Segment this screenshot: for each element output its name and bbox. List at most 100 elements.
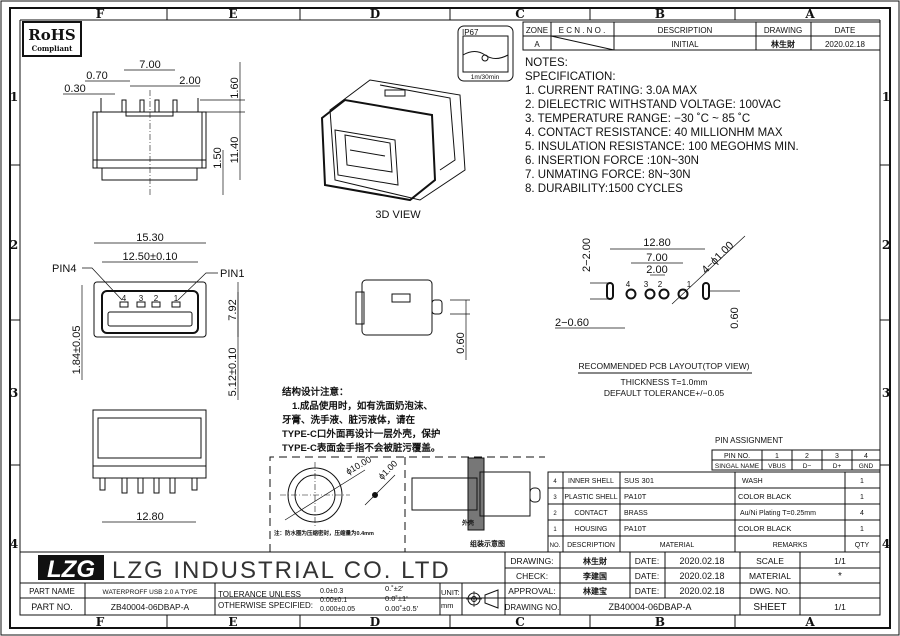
label-text: 7. UNMATING FORCE: 8N~30N: [525, 169, 691, 181]
label-text: 4: [122, 294, 127, 303]
label-text: 0.00˚±0.5': [385, 604, 419, 613]
label-text: 牙膏、洗手液、脏污液体，请在: [282, 414, 416, 426]
label-text: 1/1: [834, 556, 846, 566]
drawing-line: [606, 282, 614, 300]
drawing-line: [677, 288, 689, 300]
label-text: PA10T: [624, 492, 647, 501]
drawing-line: [361, 279, 433, 336]
pcb-layout: 12.80 7.00 2.00 4 3 2 1 2−2.00 4−ϕ1.00 2…: [555, 235, 752, 398]
drawing-line: [177, 272, 218, 301]
label-text: 林生財: [583, 556, 607, 566]
label-text: 2. DIELECTRIC WITHSTAND VOLTAGE: 100VAC: [525, 99, 781, 111]
label-text: 4: [860, 510, 864, 517]
front-view-drawing: 4 3 2 1 15.30 12.50±0.10 PIN4 PIN1 7.92 …: [52, 232, 244, 400]
label-text: PLASTIC SHELL: [564, 494, 617, 501]
label-text: 12.80: [136, 511, 164, 523]
drawing-line: [153, 477, 160, 494]
label-text: 1/1: [834, 602, 846, 612]
bill-of-materials-table: 4 INNER SHELL SUS 301 WASH 1 3 PLASTIC S…: [547, 471, 881, 553]
drawing-line: [467, 457, 485, 531]
drawing-line: [284, 469, 366, 521]
label-text: A: [534, 40, 540, 49]
label-text: 2020.02.18: [679, 571, 724, 581]
column-label: A: [804, 615, 815, 629]
label-text: 2020.02.18: [679, 556, 724, 566]
label-text: 2.00: [179, 75, 200, 87]
label-text: COLOR BLACK: [738, 524, 791, 533]
label-text: 2: [154, 294, 159, 303]
label-text: SUS 301: [624, 476, 654, 485]
drawing-line: [22, 21, 82, 57]
drawing-line: [411, 477, 478, 511]
label-text: 7.00: [139, 59, 160, 71]
label-text: 7.92: [227, 299, 239, 320]
label-text: WASH: [742, 478, 763, 485]
label-text: DWG. NO.: [750, 586, 791, 596]
label-text: UNIT:: [441, 588, 460, 597]
drawing-line: [171, 301, 181, 308]
drawing-line: [320, 98, 437, 202]
label-text: SPECIFICATION:: [525, 71, 616, 83]
company-name: LZG INDUSTRIAL CO. LTD: [112, 557, 451, 584]
label-text: 1: [860, 526, 864, 533]
label-text: 1: [553, 527, 557, 533]
label-text: 5. INSULATION RESISTANCE: 100 MEGOHMS MI…: [525, 141, 799, 153]
label-text: APPROVAL:: [508, 586, 556, 596]
label-text: 外壳: [461, 519, 474, 527]
drawing-line: [431, 299, 443, 315]
label-text: VBUS: [768, 463, 786, 470]
label-text: 1. CURRENT RATING: 3.0A MAX: [525, 85, 697, 97]
label-text: DATE:: [635, 571, 659, 581]
label-text: 11.40: [229, 137, 241, 164]
column-markers-top: F E D C B A: [96, 7, 816, 21]
label-text: 4: [553, 479, 557, 485]
label-text: 0.00±0.1: [320, 597, 347, 604]
label-text: 3: [835, 453, 839, 460]
label-text: 1: [687, 280, 692, 289]
label-text: 0.30: [64, 83, 85, 95]
label-text: 2: [805, 453, 809, 460]
rohs-badge: RoHS Compliant: [22, 21, 82, 57]
label-text: 2: [553, 511, 557, 517]
label-text: 2: [658, 280, 663, 289]
label-text: PA10T: [624, 524, 647, 533]
drawing-line: [349, 149, 386, 157]
label-text: INNER SHELL: [568, 478, 614, 485]
label-text: NOTES:: [525, 57, 568, 69]
column-label: E: [228, 7, 237, 21]
label-text: 1: [775, 453, 779, 460]
label-text: SCALE: [756, 556, 784, 566]
label-text: ϕ10.00: [344, 454, 373, 476]
water-drop-icon: [481, 54, 489, 62]
label-text: 2−2.00: [581, 238, 593, 272]
drawing-line: [550, 35, 615, 51]
label-text: 0.60: [729, 307, 741, 328]
label-text: 3: [139, 294, 144, 303]
label-text: mm: [441, 601, 454, 610]
drawing-line: [269, 456, 545, 552]
label-text: 1: [860, 478, 864, 485]
label-text: 1: [860, 494, 864, 501]
row-label: 1: [882, 90, 890, 104]
label-text: SINGAL NAME: [715, 463, 760, 470]
label-text: RECOMMENDED PCB LAYOUT(TOP VIEW): [579, 361, 750, 371]
drawing-line: [384, 89, 406, 97]
label-text: ZONE: [526, 26, 548, 35]
label-text: 1.50: [212, 147, 224, 168]
label-text: INITIAL: [671, 40, 699, 49]
label-text: 4: [864, 453, 868, 460]
label-text: ZB40004-06DBAP-A: [111, 602, 190, 612]
label-text: 2−0.60: [555, 317, 589, 329]
label-text: 2020.02.18: [679, 586, 724, 596]
drawing-line: [702, 282, 710, 300]
column-label: B: [655, 7, 665, 21]
label-text: ZB40004-06DBAP-A: [608, 602, 691, 612]
label-text: 3: [644, 280, 649, 289]
label-text: 3: [553, 495, 557, 501]
design-notes-chinese: 结构设计注意： 1.成品使用时，如有洗面奶泡沫、 牙膏、洗手液、脏污液体，请在 …: [269, 386, 545, 552]
drawing-line: [329, 79, 466, 201]
label-text: 1m/30min: [471, 74, 500, 81]
label-text: E C N . N O .: [559, 26, 606, 35]
label-text: PIN1: [220, 268, 244, 280]
label-text: 8. DURABILITY:1500 CYCLES: [525, 183, 683, 195]
